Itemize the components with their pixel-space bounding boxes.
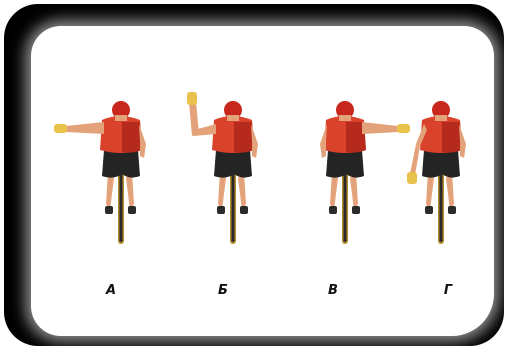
jersey-shade-shape: [122, 122, 142, 153]
cyclist-signal-a-illustration: [60, 92, 170, 252]
shoe-shape: [217, 206, 225, 214]
glove-shape: [407, 172, 417, 184]
skin-shape: [459, 124, 466, 158]
shoe-shape: [425, 206, 433, 214]
skin-shape: [238, 172, 246, 210]
glove-shape: [187, 92, 197, 105]
signal-label-c: В: [313, 283, 353, 298]
tire-shape: [232, 172, 235, 242]
jersey-shade-shape: [442, 122, 462, 153]
cyclist-figure-d: [380, 92, 490, 252]
cyclist-figure-b: [172, 92, 282, 252]
tire-shape: [344, 172, 347, 242]
tire-shape: [120, 172, 123, 242]
skin-shape: [227, 115, 239, 121]
shoe-shape: [128, 206, 136, 214]
glove-shape: [54, 124, 67, 133]
shoe-shape: [105, 206, 113, 214]
cyclist-figure-a: [60, 92, 170, 252]
cyclist-signal-d-illustration: [380, 92, 490, 252]
skin-shape: [330, 172, 338, 210]
skin-shape: [446, 172, 454, 210]
skin-shape: [66, 122, 104, 134]
cyclist-figure-c: [284, 92, 394, 252]
shoe-shape: [448, 206, 456, 214]
skin-shape: [218, 172, 226, 210]
shoe-shape: [240, 206, 248, 214]
skin-shape: [115, 115, 127, 121]
shoe-shape: [352, 206, 360, 214]
skin-shape: [435, 115, 447, 121]
skin-shape: [251, 124, 258, 158]
skin-shape: [139, 124, 146, 158]
tire-shape: [440, 172, 443, 242]
skin-shape: [189, 102, 199, 136]
jersey-shade-shape: [234, 122, 254, 153]
skin-shape: [126, 172, 134, 210]
skin-shape: [339, 115, 351, 121]
signal-label-d: Г: [428, 283, 468, 298]
shoe-shape: [329, 206, 337, 214]
skin-shape: [350, 172, 358, 210]
skin-shape: [410, 144, 420, 175]
skin-shape: [320, 124, 327, 158]
cyclist-signal-c-illustration: [284, 92, 394, 252]
skin-shape: [106, 172, 114, 210]
skin-shape: [426, 172, 434, 210]
signal-label-b: Б: [203, 283, 243, 298]
cyclist-signal-b-illustration: [172, 92, 282, 252]
signal-label-a: А: [91, 283, 131, 298]
